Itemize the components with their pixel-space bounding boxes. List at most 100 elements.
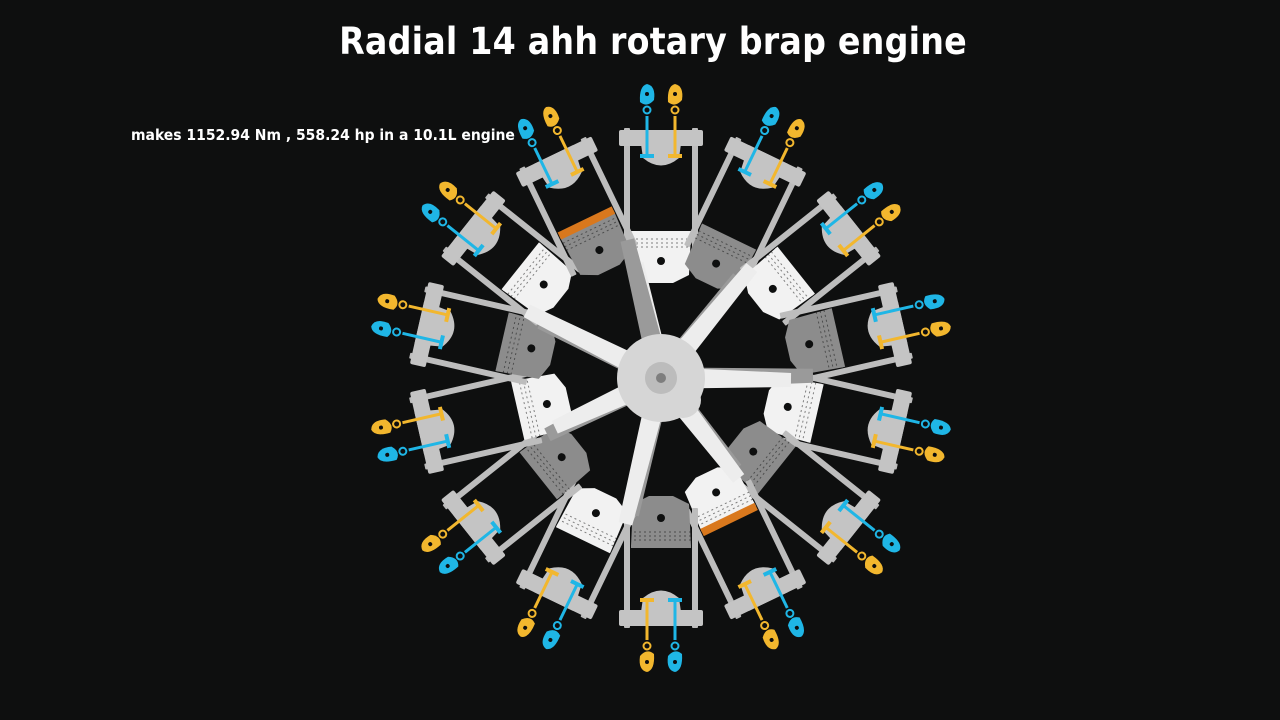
piston-pin: [657, 257, 665, 265]
connecting-rod-11: [551, 380, 640, 434]
valve-rocker: [527, 608, 537, 618]
valve-rocker: [874, 529, 884, 539]
cam-lobe-pin: [872, 564, 877, 569]
valve-stem: [402, 412, 442, 425]
piston-body: [785, 308, 844, 375]
valve-stem: [463, 202, 498, 230]
cylinder-wall-right: [624, 508, 630, 628]
cylinder-wall-left: [580, 508, 638, 619]
piston-body: [521, 426, 591, 499]
valve-head: [570, 579, 585, 589]
cylinder-wall-left: [485, 483, 583, 563]
valve-head: [490, 221, 503, 236]
cylinder-wall-right: [485, 193, 583, 273]
valve-stem: [558, 583, 579, 621]
cylinder-3: [739, 182, 901, 326]
valve-rocker: [438, 529, 448, 539]
cylinder-11: [371, 371, 572, 474]
connecting-rod-3: [671, 263, 758, 363]
cylinder-wall-left: [624, 128, 630, 248]
cylinder-head-dome: [453, 501, 501, 550]
valve-head: [444, 433, 452, 449]
cylinder-head-dome: [821, 501, 869, 550]
cylinder-wall-right: [794, 352, 913, 385]
piston-crown: [775, 246, 815, 296]
valve-rocker: [920, 327, 930, 337]
cylinder-wall-left: [739, 193, 837, 273]
connecting-rod-13: [523, 304, 641, 375]
piston-body: [763, 376, 822, 443]
valve-head: [837, 498, 850, 513]
piston-pin: [557, 453, 566, 462]
cam-lobe-pin: [932, 452, 937, 457]
piston-ring: [506, 315, 521, 374]
cylinder-wall-right: [409, 371, 528, 404]
cylinder-head-dome: [821, 206, 869, 255]
valve-head: [472, 243, 485, 258]
piston-ring: [802, 382, 817, 442]
cylinder-group: [371, 84, 951, 672]
valve-head: [819, 221, 832, 236]
piston-crown: [755, 444, 796, 494]
cylinder-6: [724, 420, 901, 575]
valve-stem: [768, 571, 789, 609]
cylinder-wall-left: [794, 371, 913, 404]
cylinder-5: [763, 371, 951, 474]
cylinder-1: [619, 84, 703, 283]
cam-lobe-pin: [445, 187, 450, 192]
piston-crown: [807, 383, 824, 443]
valve-stem: [446, 504, 480, 532]
piston-pin: [805, 340, 814, 349]
valve-head: [444, 307, 452, 323]
cylinder-head-dome: [453, 206, 501, 255]
cylinder-10: [421, 426, 591, 574]
crank-center-pin: [656, 373, 666, 383]
cylinder-13: [421, 181, 583, 326]
cam-lobe-pin: [548, 637, 553, 642]
piston-body: [684, 225, 756, 289]
piston-crown: [828, 308, 846, 368]
valve-head: [762, 179, 778, 189]
cam-lobe-pin: [872, 187, 877, 192]
cam-lobe-pin: [769, 637, 774, 642]
cylinder-wall-right: [519, 479, 577, 590]
cam-lobe-pin: [385, 452, 390, 457]
cylinder-wall-right: [745, 166, 803, 277]
cam-lobe-pin: [428, 209, 433, 214]
piston-crown: [501, 242, 542, 292]
piston-pin: [542, 400, 551, 409]
valve-stem: [768, 147, 789, 185]
valve-head: [877, 406, 885, 422]
cylinder-7: [684, 467, 806, 650]
piston-crown: [495, 312, 512, 372]
piston: [519, 426, 591, 500]
valve-rocker: [527, 138, 537, 148]
connecting-rod-group: [523, 238, 814, 526]
valve-rocker: [857, 551, 867, 561]
cylinder-8: [619, 496, 703, 672]
valve-rocker: [857, 195, 867, 205]
connecting-rod-9: [618, 402, 665, 526]
cylinder-wall-right: [692, 128, 698, 248]
cam-lobe-pin: [428, 542, 433, 547]
valve-head: [737, 579, 752, 589]
valve-head: [437, 334, 445, 350]
piston-crown: [555, 524, 612, 554]
piston-pin: [595, 246, 604, 255]
cylinder-wall-right: [684, 508, 742, 619]
cam-lobe-pin: [645, 660, 649, 664]
piston-ring: [764, 256, 803, 304]
valve-head: [544, 567, 560, 577]
cylinder-4: [779, 282, 951, 385]
valve-stem: [533, 147, 554, 185]
connecting-rod-shape: [618, 402, 665, 526]
crank-pin-lobe: [665, 382, 701, 418]
connecting-rod-shape: [671, 263, 758, 363]
piston-pin: [657, 514, 665, 522]
piston: [684, 467, 758, 537]
piston: [501, 242, 573, 316]
valve-head: [490, 520, 503, 535]
cam-lobe-pin: [673, 92, 677, 96]
valve-head: [819, 520, 832, 535]
